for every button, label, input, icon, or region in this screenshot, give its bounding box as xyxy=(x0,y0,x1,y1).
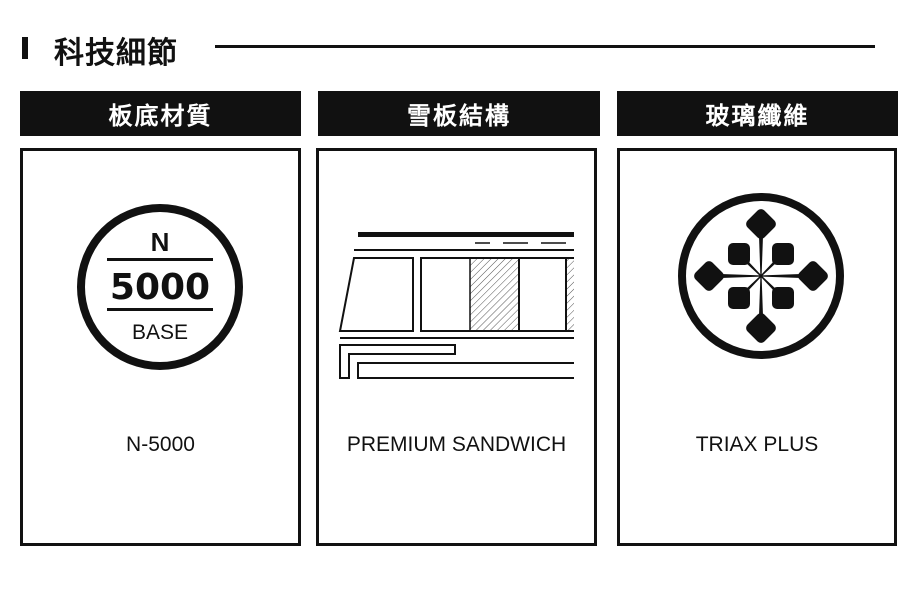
card-name: TRIAX PLUS xyxy=(695,433,819,456)
card-construction: PREMIUM SANDWICH xyxy=(316,148,597,546)
title-accent-bar xyxy=(22,37,28,59)
card-name: PREMIUM SANDWICH xyxy=(346,433,567,456)
section-title: 科技細節 xyxy=(54,36,178,71)
badge-number: 5000 xyxy=(110,267,210,308)
badge-sub: BASE xyxy=(132,321,188,344)
card-header-construction: 雪板結構 xyxy=(318,91,600,136)
title-divider xyxy=(215,45,875,48)
n5000-base-badge-icon: N 5000 BASE xyxy=(77,204,243,370)
badge-letter: N xyxy=(151,227,170,257)
triax-fiber-icon xyxy=(678,193,844,359)
card-header-base: 板底材質 xyxy=(20,91,301,136)
card-fiberglass: TRIAX PLUS xyxy=(617,148,897,546)
sandwich-construction-icon xyxy=(338,232,574,379)
card-header-fiberglass: 玻璃纖維 xyxy=(617,91,898,136)
card-base: N 5000 BASE N-5000 xyxy=(20,148,301,546)
card-name: N-5000 xyxy=(126,433,195,456)
